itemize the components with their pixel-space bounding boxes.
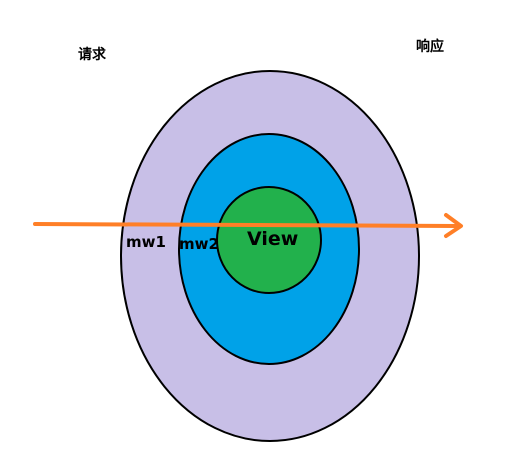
view-core [216,186,322,294]
view-label: View [247,228,299,250]
mw2-label: mw2 [179,235,219,253]
request-response-arrow-shaft [33,222,459,228]
request-label: 请求 [78,47,106,63]
response-label: 响应 [416,39,444,55]
request-response-arrow-head [444,213,463,238]
mw1-label: mw1 [126,233,166,251]
